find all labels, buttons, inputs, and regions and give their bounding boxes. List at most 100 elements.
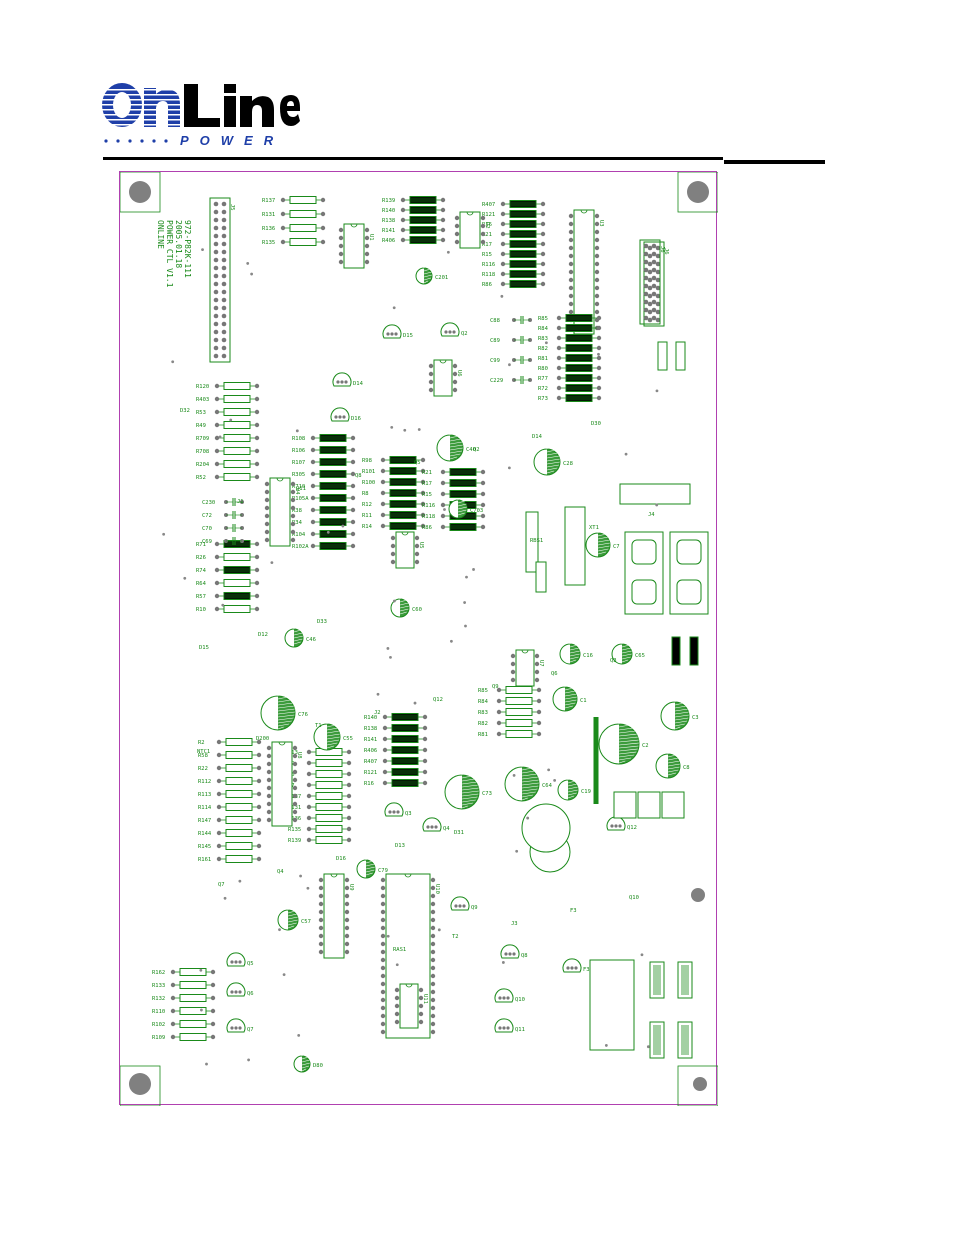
pad — [346, 771, 352, 777]
pad — [500, 261, 506, 267]
via — [507, 466, 511, 470]
pad — [214, 383, 220, 389]
ecap-hatch — [667, 766, 680, 770]
resistor-body — [319, 458, 347, 466]
ic-pin — [338, 235, 344, 241]
ecap-hatch — [621, 647, 632, 651]
resistor-label: R72 — [538, 386, 548, 392]
ic-pin — [480, 223, 486, 229]
pad — [440, 502, 446, 508]
ic-pin — [594, 221, 600, 227]
ecap-hatch — [277, 708, 295, 712]
transistor-pin — [230, 1026, 234, 1030]
ecap-hatch — [457, 509, 467, 513]
ecap-hatch — [277, 705, 295, 709]
connector-pin — [651, 243, 657, 249]
resistor-body — [509, 220, 537, 228]
resistor-label: R73 — [538, 396, 548, 402]
ic-pin — [264, 537, 270, 543]
resistor-band — [511, 201, 535, 207]
transistor-label: Q2 — [461, 331, 468, 337]
ecap-label: C8 — [683, 765, 690, 771]
resistor-label: R17 — [422, 481, 432, 487]
pad — [310, 531, 316, 537]
transistor-pin — [502, 1026, 506, 1030]
shunt-resistor — [619, 483, 691, 505]
pad — [214, 606, 220, 612]
connector-pin — [643, 299, 649, 305]
connector-pin — [221, 249, 227, 255]
ecap-hatch — [277, 699, 292, 703]
ic-pin — [418, 1003, 424, 1009]
ecap-label: C46 — [306, 637, 316, 643]
via — [544, 341, 548, 345]
connector-pin — [651, 299, 657, 305]
connector-pin — [647, 285, 653, 291]
ic-pin — [480, 231, 486, 237]
resistor-vert — [657, 341, 668, 371]
ecap-label: C40 — [466, 447, 476, 453]
resistor-label: R109 — [152, 1035, 165, 1041]
resistor-label: R16 — [364, 781, 374, 787]
ic-pin — [364, 251, 370, 257]
connector-pin — [221, 257, 227, 263]
resistor-band — [393, 747, 417, 753]
connector-pin — [655, 277, 661, 283]
ecap-hatch — [567, 783, 578, 787]
transistor-label: Q7 — [247, 1027, 254, 1033]
ic-pin — [344, 877, 350, 883]
ecap-hatch — [461, 787, 479, 791]
via — [278, 928, 281, 932]
ic-notch — [330, 873, 338, 878]
resistor-band — [511, 211, 535, 217]
power-module — [661, 791, 685, 819]
fuse-holder — [677, 961, 693, 999]
misc-label: T1 — [315, 723, 322, 729]
ic-pin — [364, 235, 370, 241]
silk-line-2: POWER CTL V1.1 — [165, 220, 174, 288]
ecap-hatch — [546, 467, 558, 471]
resistor-band — [511, 261, 535, 267]
resistor-label: R12 — [362, 502, 372, 508]
resistor-body — [509, 280, 537, 288]
ic-pin — [318, 901, 324, 907]
resistor-label: R145 — [198, 844, 211, 850]
cap-label: C230 — [202, 500, 215, 506]
pad — [350, 471, 356, 477]
ic-pin — [364, 259, 370, 265]
ecap-label: C79 — [378, 868, 388, 874]
resistor-label: R305 — [292, 472, 305, 478]
core — [676, 539, 702, 565]
transistor-pin — [388, 810, 392, 814]
ecap-label: C73 — [482, 791, 492, 797]
via — [604, 1044, 608, 1047]
connector-pin — [213, 217, 219, 223]
ecap-hatch — [521, 794, 534, 798]
ic-pin — [292, 817, 298, 823]
pad — [346, 826, 352, 832]
pad — [496, 720, 502, 726]
ic-label: U3 — [598, 220, 604, 227]
pad — [254, 554, 260, 560]
transistor-pin — [342, 415, 346, 419]
connector-label: J6 — [659, 246, 665, 253]
via — [238, 879, 242, 883]
resistor-label: R135 — [262, 240, 275, 246]
resistor-label: R26 — [196, 555, 206, 561]
ic-pin — [418, 1011, 424, 1017]
ic-pin — [380, 981, 386, 987]
resistor-body — [315, 792, 343, 800]
misc-label: J2 — [374, 710, 381, 716]
resistor-body — [225, 738, 253, 746]
board-silk-text: ONLINE POWER CTL V1.1 2005.01.18 972-P82… — [156, 220, 192, 288]
transformer-right — [669, 531, 709, 615]
connector-pin — [643, 307, 649, 313]
pad — [380, 468, 386, 474]
transistor-pin — [454, 904, 458, 908]
ic-pin — [452, 371, 458, 377]
ic-pin — [292, 793, 298, 799]
pad — [214, 580, 220, 586]
ic-pin — [394, 1003, 400, 1009]
ecap-hatch — [618, 760, 626, 764]
connector-label: J6 — [663, 248, 669, 255]
